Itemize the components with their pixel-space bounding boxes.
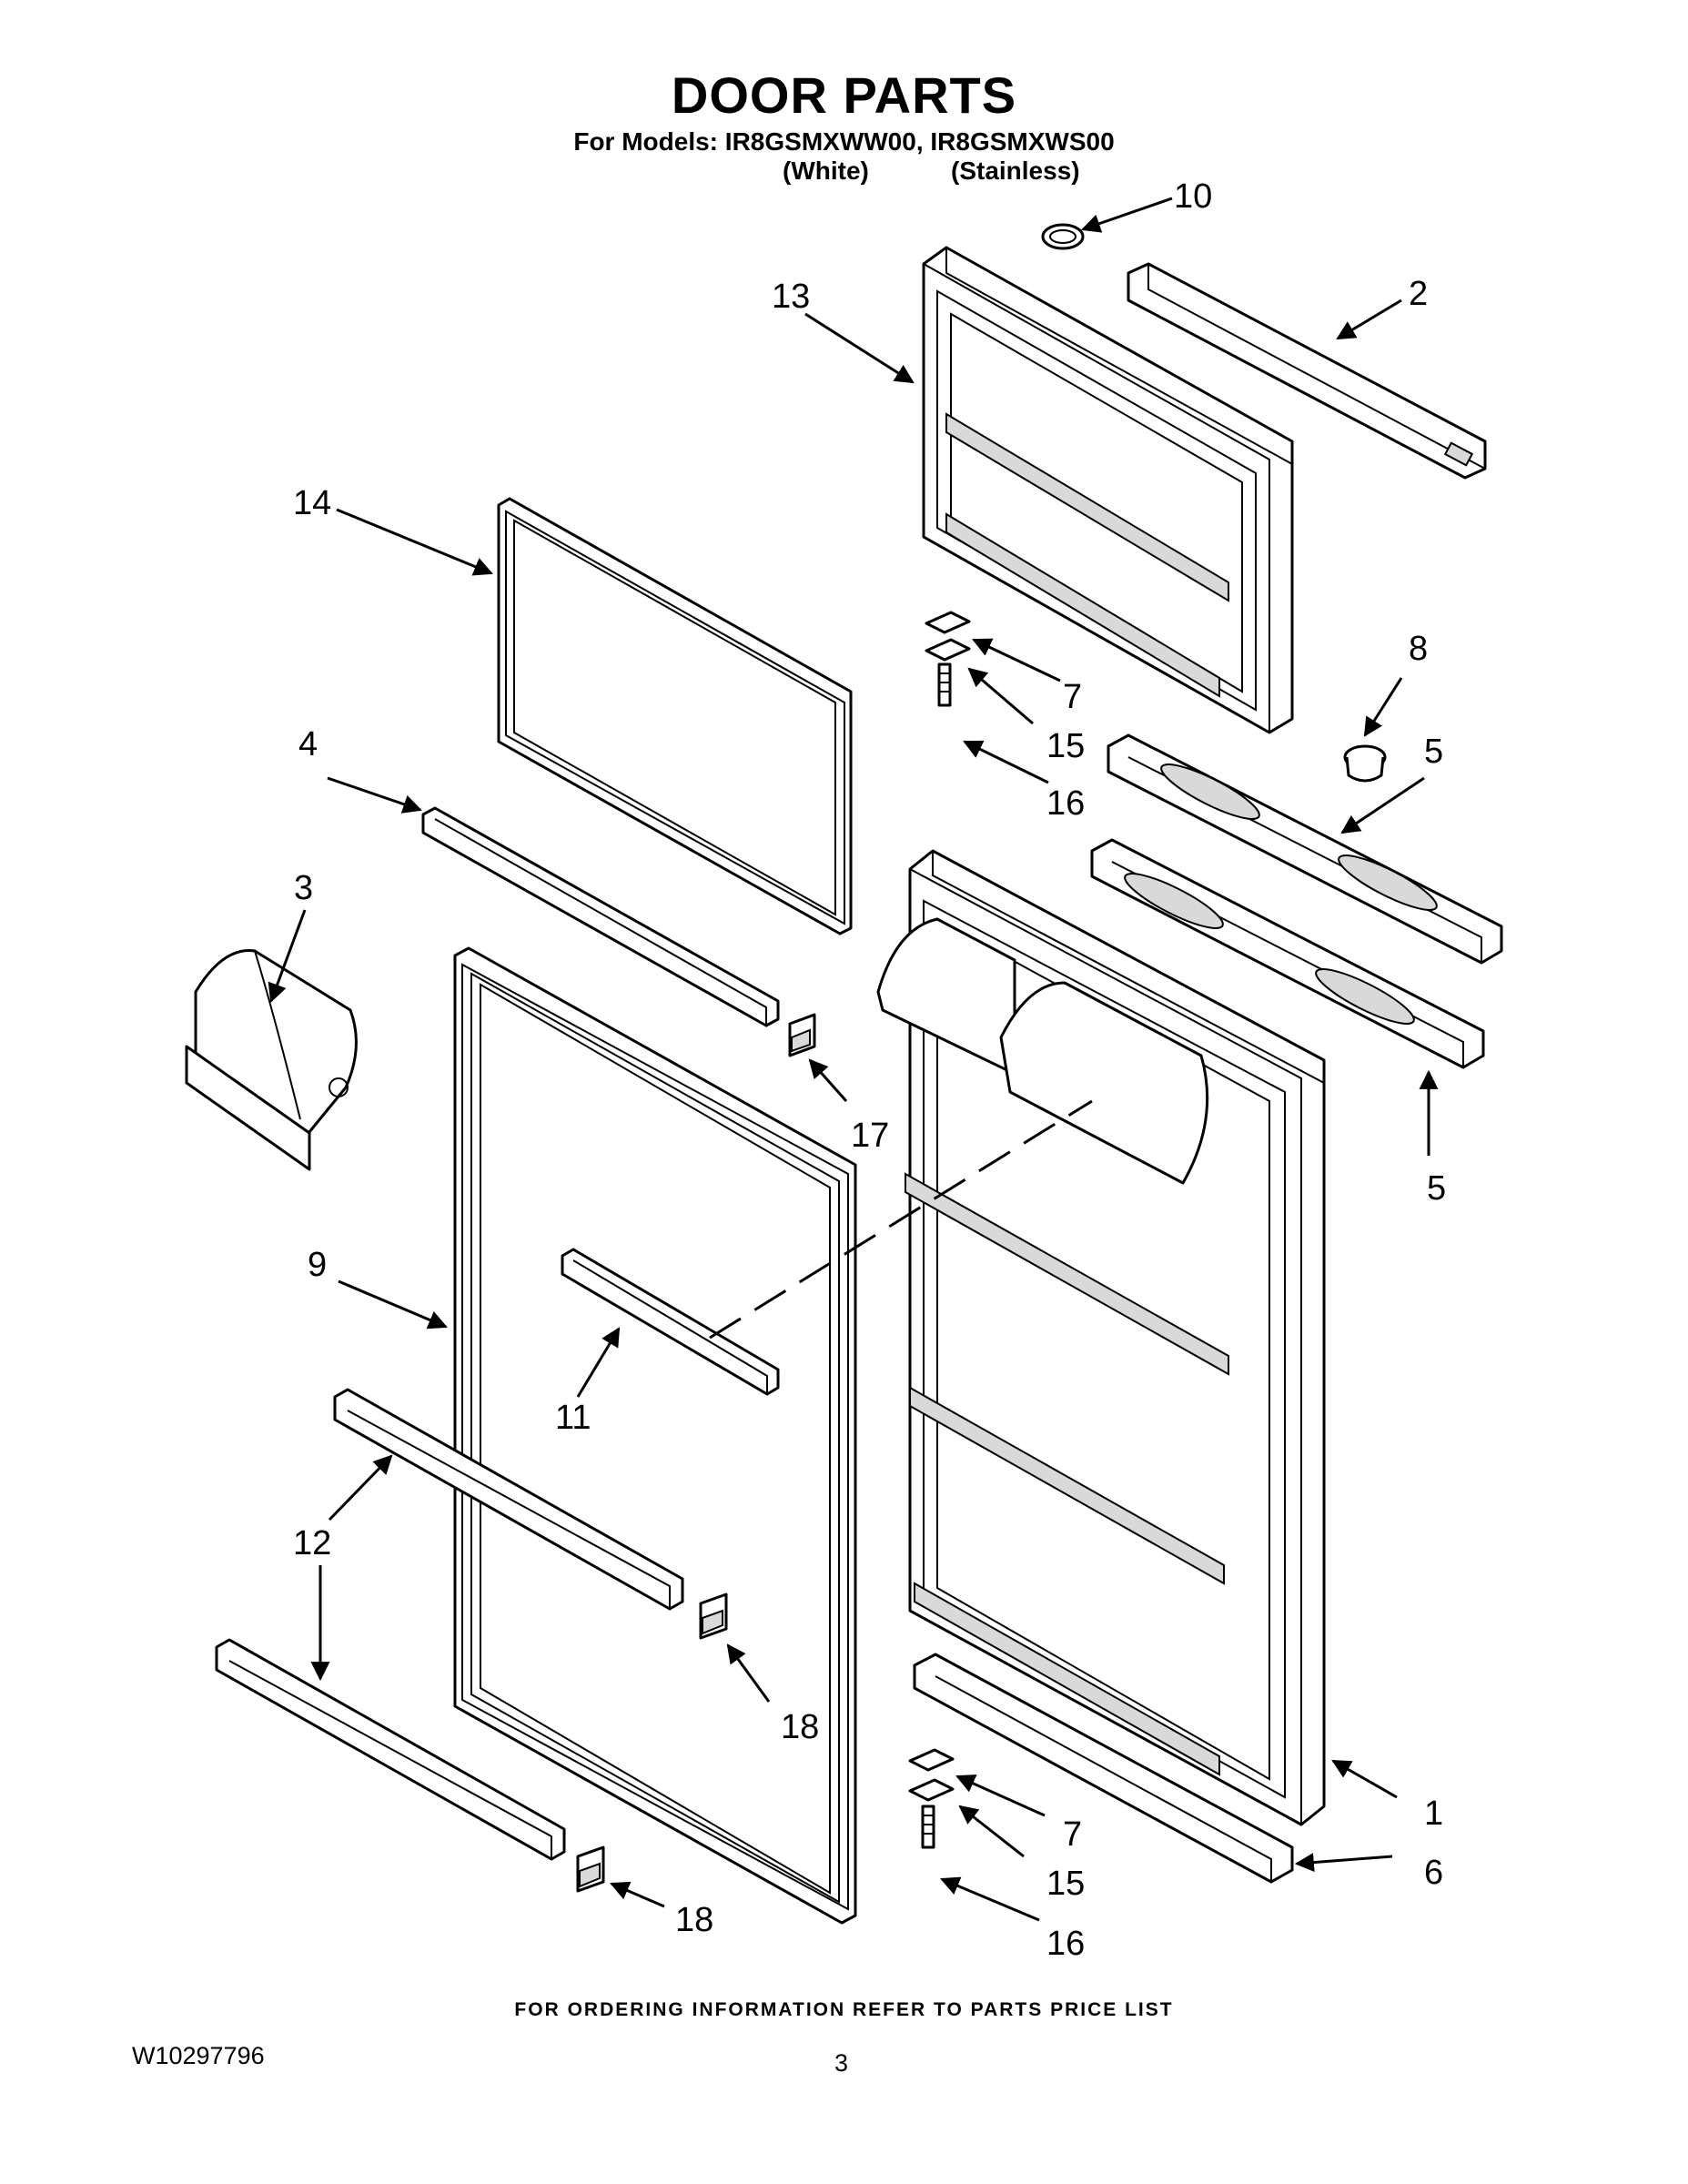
part-6-bottom-trim [913, 1653, 1294, 1884]
callout-2: 2 [1409, 275, 1428, 313]
callout-9: 9 [308, 1246, 327, 1284]
callout-5-upper: 5 [1424, 733, 1443, 771]
part-18-clip-upper [699, 1592, 728, 1640]
part-18-clip-lower [576, 1845, 605, 1893]
part-13-freezer-door [922, 246, 1294, 734]
leader-lines [268, 197, 1439, 1922]
callout-15-upper: 15 [1046, 727, 1085, 765]
part-12-breaker-strip-upper [333, 1388, 684, 1611]
callout-4: 4 [298, 725, 318, 763]
part-5-handle-upper [1107, 733, 1503, 965]
callout-16-lower: 16 [1046, 1925, 1085, 1963]
hinge-set-upper [925, 611, 971, 707]
callout-10: 10 [1174, 177, 1212, 216]
part-10-ring [1041, 223, 1085, 250]
variant-stainless: (Stainless) [951, 157, 1080, 185]
part-3-dairy-door [185, 949, 358, 1171]
callout-6: 6 [1424, 1854, 1443, 1892]
callout-1: 1 [1424, 1795, 1443, 1833]
part-1-fresh-food-door [876, 849, 1326, 1826]
part-14-freezer-gasket [497, 497, 853, 935]
part-11-breaker-strip [561, 1248, 780, 1396]
callout-numbers: 10 2 13 14 7 8 15 5 16 4 3 17 5 9 11 12 … [293, 177, 1446, 1963]
callout-17: 17 [851, 1117, 889, 1155]
part-12-breaker-strip-lower [215, 1638, 566, 1861]
callout-16-upper: 16 [1046, 784, 1085, 823]
callout-18-lower: 18 [675, 1901, 713, 1939]
callout-8: 8 [1409, 630, 1428, 668]
part-8-plug [1343, 744, 1387, 783]
callout-5-lower: 5 [1427, 1169, 1446, 1208]
page-number: 3 [834, 2049, 849, 2077]
part-5-handle-lower [1090, 838, 1485, 1069]
page-title: DOOR PARTS [671, 66, 1017, 124]
part-9-fresh-food-gasket [453, 946, 857, 1925]
dashed-assembly-line [709, 1099, 1093, 1340]
hinge-set-lower [908, 1748, 955, 1849]
part-4-breaker-strip [421, 806, 780, 1027]
callout-3: 3 [294, 869, 313, 907]
callout-12: 12 [293, 1524, 331, 1562]
ordering-note: FOR ORDERING INFORMATION REFER TO PARTS … [514, 1999, 1174, 2020]
document-number: W10297796 [132, 2042, 265, 2069]
callout-13: 13 [772, 278, 810, 316]
callout-7-lower: 7 [1063, 1815, 1082, 1854]
part-17-clip [788, 1013, 816, 1057]
callout-15-lower: 15 [1046, 1865, 1085, 1903]
variant-white: (White) [783, 157, 869, 185]
callout-14: 14 [293, 484, 331, 522]
callout-7-upper: 7 [1063, 678, 1082, 716]
models-line: For Models: IR8GSMXWW00, IR8GSMXWS00 [573, 127, 1115, 156]
part-2-top-trim [1127, 262, 1487, 480]
callout-18-upper: 18 [781, 1708, 819, 1746]
callout-11: 11 [555, 1399, 591, 1437]
